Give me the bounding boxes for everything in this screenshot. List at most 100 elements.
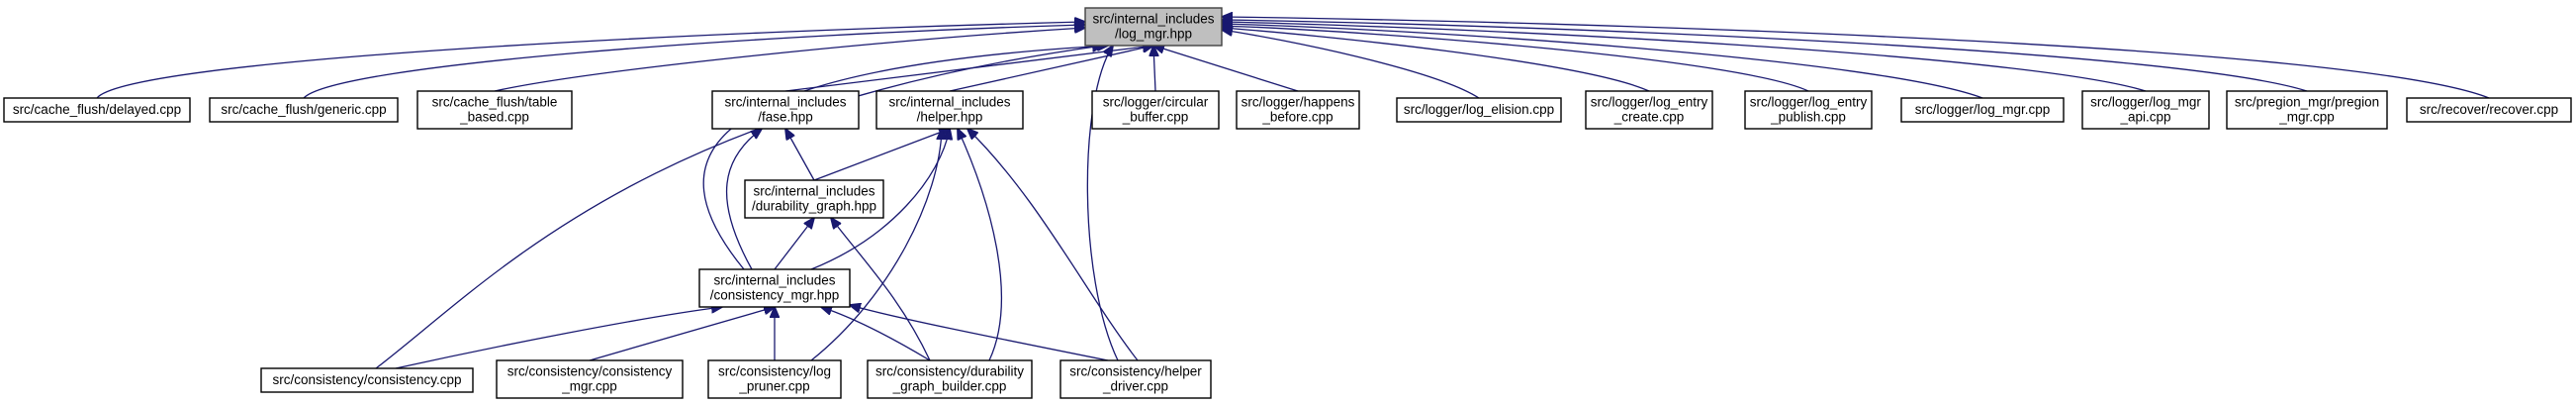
node-label-line: _mgr.cpp	[2278, 110, 2335, 125]
node-label-line: src/consistency/consistency.cpp	[272, 372, 461, 387]
node-lg_entry_publish[interactable]: src/logger/log_entry_publish.cpp	[1744, 90, 1873, 130]
node-label-line: /log_mgr.hpp	[1115, 27, 1192, 42]
node-label-line: src/consistency/helper	[1069, 364, 1202, 379]
node-label-line: _buffer.cpp	[1122, 110, 1189, 125]
node-label-line: src/pregion_mgr/pregion	[2235, 95, 2379, 110]
node-label-line: src/cache_flush/generic.cpp	[221, 102, 386, 117]
node-box[interactable]	[1236, 90, 1360, 130]
node-lg_happens[interactable]: src/logger/happens_before.cpp	[1236, 90, 1360, 130]
edge-cons_helper-to-consistency_mgr_h	[850, 305, 1109, 361]
edge-consistency_mgr_h-to-fase	[725, 129, 762, 270]
node-box[interactable]	[1059, 359, 1212, 399]
node-label-line: /consistency_mgr.hpp	[710, 288, 840, 303]
edge-cf_delayed-to-log_mgr	[96, 22, 1085, 99]
edge-helper-to-log_mgr	[949, 46, 1153, 92]
node-label-line: /fase.hpp	[758, 110, 813, 125]
node-label-line: _create.cpp	[1613, 110, 1685, 125]
node-lg_log_mgr[interactable]: src/logger/log_mgr.cpp	[1900, 97, 2065, 123]
edge-cf_generic-to-log_mgr	[303, 25, 1085, 99]
node-label-line: src/logger/log_entry	[1750, 95, 1868, 110]
node-lg_log_mgr_api[interactable]: src/logger/log_mgr_api.cpp	[2081, 90, 2210, 130]
node-label-line: _publish.cpp	[1770, 110, 1846, 125]
node-box[interactable]	[1396, 97, 1562, 123]
node-cf_table[interactable]: src/cache_flush/table_based.cpp	[416, 90, 573, 130]
node-label-line: _mgr.cpp	[561, 379, 617, 394]
edge-cons_dgb-to-helper	[958, 129, 1002, 361]
edge-durability_graph-to-helper	[813, 129, 950, 181]
node-box[interactable]	[1585, 90, 1713, 130]
node-box[interactable]	[3, 97, 191, 123]
node-label-line: src/internal_includes	[724, 95, 846, 110]
node-box[interactable]	[496, 359, 684, 399]
node-box[interactable]	[698, 268, 851, 308]
node-box[interactable]	[260, 367, 474, 393]
node-label-line: _based.cpp	[459, 110, 529, 125]
node-box[interactable]	[1084, 7, 1223, 47]
edge-cf_table-to-log_mgr	[494, 28, 1085, 92]
node-consistency_mgr_h[interactable]: src/internal_includes/consistency_mgr.hp…	[698, 268, 851, 308]
node-label-line: src/consistency/durability	[875, 364, 1024, 379]
node-box[interactable]	[209, 97, 399, 123]
node-box[interactable]	[416, 90, 573, 130]
edge-consistency_mgr_h-to-durability_graph	[774, 218, 814, 270]
node-lg_elision[interactable]: src/logger/log_elision.cpp	[1396, 97, 1562, 123]
node-label-line: /durability_graph.hpp	[752, 199, 876, 214]
node-label-line: src/internal_includes	[888, 95, 1010, 110]
node-box[interactable]	[1744, 90, 1873, 130]
node-box[interactable]	[867, 359, 1033, 399]
edge-lg_happens-to-log_mgr	[1153, 46, 1299, 92]
node-box[interactable]	[2081, 90, 2210, 130]
node-label-line: src/cache_flush/table	[432, 95, 558, 110]
node-pregion[interactable]: src/pregion_mgr/pregion_mgr.cpp	[2226, 90, 2388, 130]
node-label-line: src/logger/circular	[1103, 95, 1209, 110]
node-lg_entry_create[interactable]: src/logger/log_entry_create.cpp	[1585, 90, 1713, 130]
nodes-layer: src/internal_includes/log_mgr.hpp src/cac…	[3, 7, 2572, 399]
node-durability_graph[interactable]: src/internal_includes/durability_graph.h…	[744, 179, 884, 219]
node-cons_mgr[interactable]: src/consistency/consistency_mgr.cpp	[496, 359, 684, 399]
node-box[interactable]	[2406, 97, 2572, 123]
node-fase[interactable]: src/internal_includes/fase.hpp	[711, 90, 860, 130]
edge-cons_dgb-to-consistency_mgr_h	[821, 307, 931, 361]
node-box[interactable]	[875, 90, 1024, 130]
node-label-line: src/internal_includes	[1092, 12, 1214, 27]
edge-lg_entry_publish-to-log_mgr	[1222, 26, 1809, 92]
node-log_mgr[interactable]: src/internal_includes/log_mgr.hpp	[1084, 7, 1223, 47]
edge-lg_entry_create-to-log_mgr	[1222, 28, 1650, 92]
edge-lg_circular-to-log_mgr	[1153, 46, 1155, 92]
edge-recover-to-log_mgr	[1222, 17, 2490, 99]
node-label-line: _api.cpp	[2119, 110, 2170, 125]
node-box[interactable]	[711, 90, 860, 130]
node-label-line: src/logger/log_mgr.cpp	[1915, 102, 2051, 117]
node-label-line: _before.cpp	[1261, 110, 1333, 125]
node-cf_delayed[interactable]: src/cache_flush/delayed.cpp	[3, 97, 191, 123]
node-label-line: src/logger/log_mgr	[2090, 95, 2201, 110]
node-label-line: src/logger/log_entry	[1591, 95, 1708, 110]
node-cons_helper[interactable]: src/consistency/helper_driver.cpp	[1059, 359, 1212, 399]
node-label-line: src/internal_includes	[753, 184, 874, 199]
node-label-line: src/cache_flush/delayed.cpp	[13, 102, 181, 117]
node-label-line: _driver.cpp	[1102, 379, 1168, 394]
edge-durability_graph-to-fase	[785, 129, 815, 181]
node-cons_dgb[interactable]: src/consistency/durability_graph_builder…	[867, 359, 1033, 399]
node-box[interactable]	[1091, 90, 1220, 130]
node-lg_circular[interactable]: src/logger/circular_buffer.cpp	[1091, 90, 1220, 130]
node-recover[interactable]: src/recover/recover.cpp	[2406, 97, 2572, 123]
node-cons_pruner[interactable]: src/consistency/log_pruner.cpp	[707, 359, 842, 399]
node-label-line: /helper.hpp	[917, 110, 983, 125]
node-box[interactable]	[2226, 90, 2388, 130]
edge-cons_helper-to-helper	[967, 129, 1139, 361]
node-box[interactable]	[744, 179, 884, 219]
node-box[interactable]	[1900, 97, 2065, 123]
node-box[interactable]	[707, 359, 842, 399]
node-label-line: src/recover/recover.cpp	[2420, 102, 2558, 117]
node-helper[interactable]: src/internal_includes/helper.hpp	[875, 90, 1024, 130]
edge-cons_mgr-to-consistency_mgr_h	[589, 307, 775, 361]
edge-cons_dgb-to-durability_graph	[831, 218, 931, 361]
node-cf_generic[interactable]: src/cache_flush/generic.cpp	[209, 97, 399, 123]
node-label-line: _pruner.cpp	[738, 379, 809, 394]
edges-layer	[96, 17, 2490, 369]
node-label-line: src/logger/happens	[1242, 95, 1355, 110]
edge-lg_log_mgr_api-to-log_mgr	[1222, 22, 2147, 92]
node-cons_consistency[interactable]: src/consistency/consistency.cpp	[260, 367, 474, 393]
